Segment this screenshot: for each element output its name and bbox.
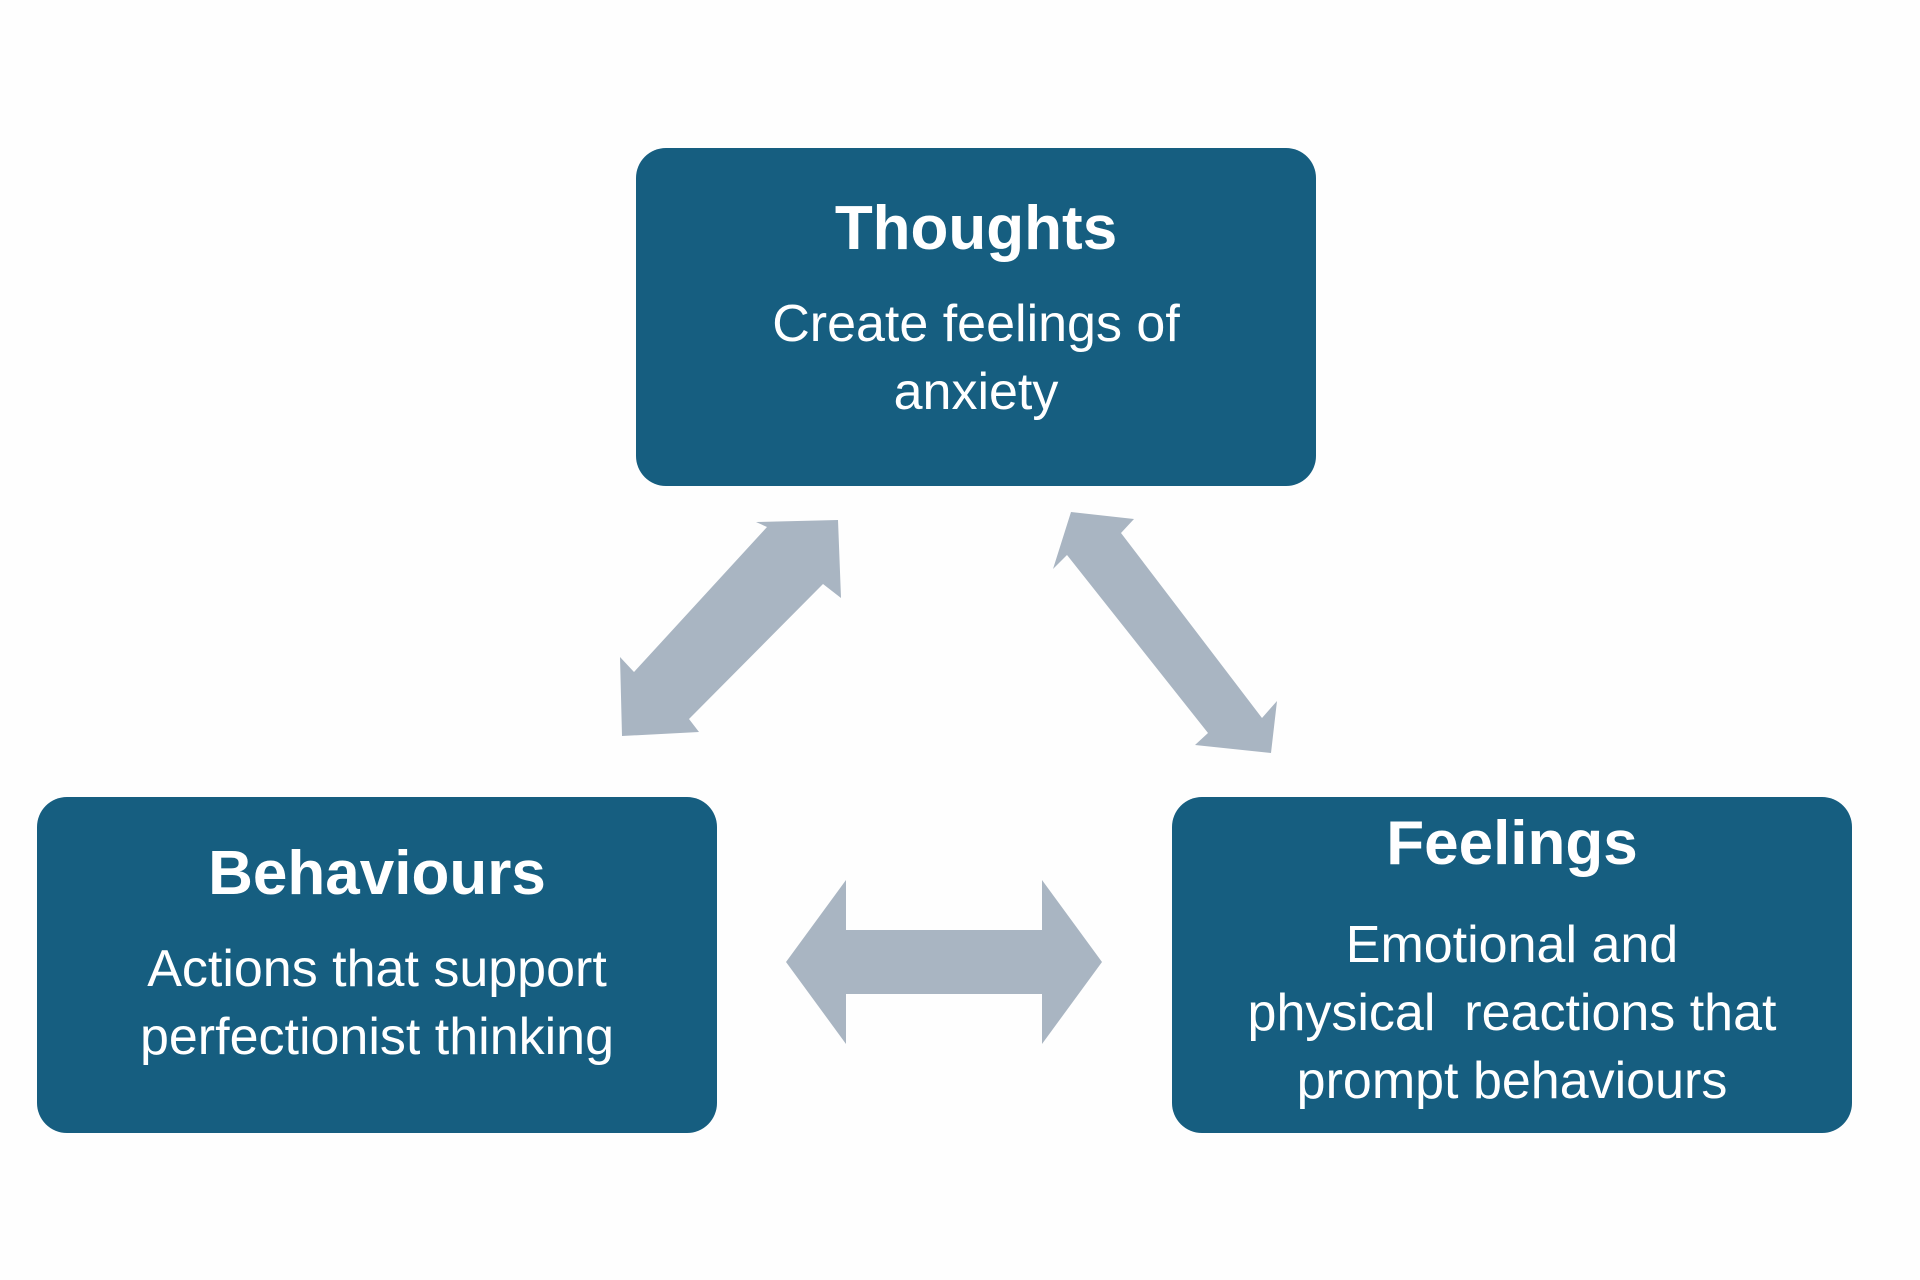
thoughts-desc-line: anxiety bbox=[893, 363, 1059, 421]
feelings-title: Feelings bbox=[1386, 809, 1638, 878]
feelings-desc-line: prompt behaviours bbox=[1296, 1052, 1728, 1110]
arrow-behaviours-feelings bbox=[786, 880, 1102, 1044]
behaviours-box: Behaviours Actions that support perfecti… bbox=[37, 797, 717, 1133]
feelings-box: Feelings Emotional and physical reaction… bbox=[1172, 797, 1852, 1133]
behaviours-description: Actions that support perfectionist think… bbox=[140, 935, 614, 1071]
behaviours-desc-line: Actions that support bbox=[147, 940, 607, 998]
thoughts-title: Thoughts bbox=[834, 194, 1118, 263]
arrow-thoughts-behaviours bbox=[620, 520, 841, 736]
behaviours-desc-line: perfectionist thinking bbox=[139, 1008, 615, 1066]
feelings-description: Emotional and physical reactions that pr… bbox=[1248, 911, 1777, 1115]
thoughts-desc-line: Create feelings of bbox=[772, 295, 1180, 353]
arrow-thoughts-feelings bbox=[1053, 512, 1277, 753]
feelings-desc-line: Emotional and bbox=[1345, 916, 1679, 974]
thoughts-box: Thoughts Create feelings of anxiety bbox=[636, 148, 1316, 486]
thoughts-description: Create feelings of anxiety bbox=[772, 290, 1180, 426]
feelings-desc-line: physical reactions that bbox=[1247, 984, 1777, 1042]
behaviours-title: Behaviours bbox=[208, 839, 546, 908]
